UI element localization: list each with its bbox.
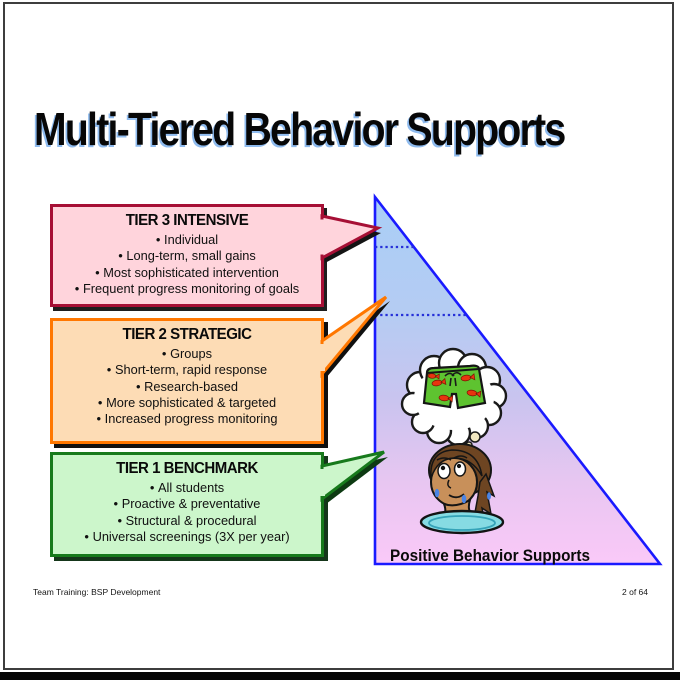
tier2-callout: TIER 2 STRATEGIC Groups Short-term, rapi… <box>50 318 324 444</box>
tier3-bullet: Individual <box>53 232 321 248</box>
tier2-bullet: Increased progress monitoring <box>53 411 321 427</box>
tier2-title: TIER 2 STRATEGIC <box>122 326 252 343</box>
slide-border-frame <box>3 2 674 670</box>
eye <box>453 461 467 477</box>
fish-pattern <box>427 373 482 403</box>
tier2-bullet: More sophisticated & targeted <box>53 395 321 411</box>
drawstring <box>444 371 462 387</box>
tier1-bullet: Proactive & preventative <box>53 496 321 512</box>
pyramid-label: Positive Behavior Supports <box>390 547 590 565</box>
page-number: 2 of 64 <box>622 587 648 597</box>
tier2-bullet: Short-term, rapid response <box>53 362 321 378</box>
smile <box>448 493 465 499</box>
tier1-bullet: Structural & procedural <box>53 513 321 529</box>
tier2-bullet: Groups <box>53 346 321 362</box>
tier3-bullet: Most sophisticated intervention <box>53 265 321 281</box>
tier3-bullet: Long-term, small gains <box>53 248 321 264</box>
water-drips <box>434 488 491 504</box>
tier3-bullet: Frequent progress monitoring of goals <box>53 281 321 297</box>
tier2-bullet: Research-based <box>53 379 321 395</box>
tier3-title: TIER 3 INTENSIVE <box>125 212 249 229</box>
tier1-callout: TIER 1 BENCHMARK All students Proactive … <box>50 452 324 557</box>
boy-in-water-thinking-of-swim-trunks-icon <box>400 347 508 535</box>
tier1-title: TIER 1 BENCHMARK <box>116 460 258 477</box>
tier3-callout: TIER 3 INTENSIVE Individual Long-term, s… <box>50 204 324 307</box>
pyramid-diagram: Positive Behavior Supports <box>373 193 663 566</box>
slide-title: Multi-Tiered Behavior Supports <box>34 103 566 155</box>
swim-trunks-icon <box>422 364 487 410</box>
footer-left-text: Team Training: BSP Development <box>33 587 161 597</box>
eye <box>437 462 451 480</box>
tier1-bullet: All students <box>53 480 321 496</box>
bottom-black-bar <box>0 672 680 680</box>
tier1-bullet: Universal screenings (3X per year) <box>53 529 321 545</box>
water-pool <box>419 509 505 535</box>
